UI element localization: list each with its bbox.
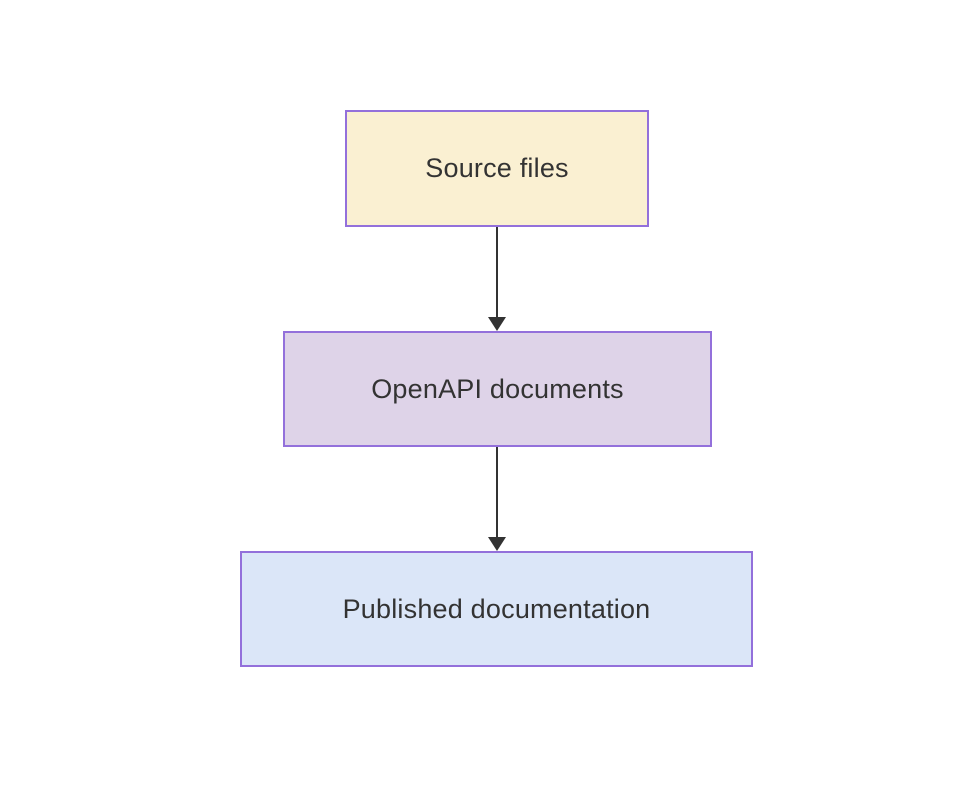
node-published-documentation-label: Published documentation (342, 593, 651, 624)
node-source-files: Source files (345, 110, 649, 227)
edge-openapi-to-published-arrowhead-icon (488, 537, 506, 551)
edge-source-to-openapi-line (496, 227, 498, 317)
node-openapi-documents-label: OpenAPI documents (371, 373, 624, 404)
node-openapi-documents: OpenAPI documents (283, 331, 712, 447)
edge-source-to-openapi-arrowhead-icon (488, 317, 506, 331)
node-published-documentation: Published documentation (240, 551, 753, 667)
edge-openapi-to-published-line (496, 447, 498, 537)
node-source-files-label: Source files (425, 153, 569, 183)
